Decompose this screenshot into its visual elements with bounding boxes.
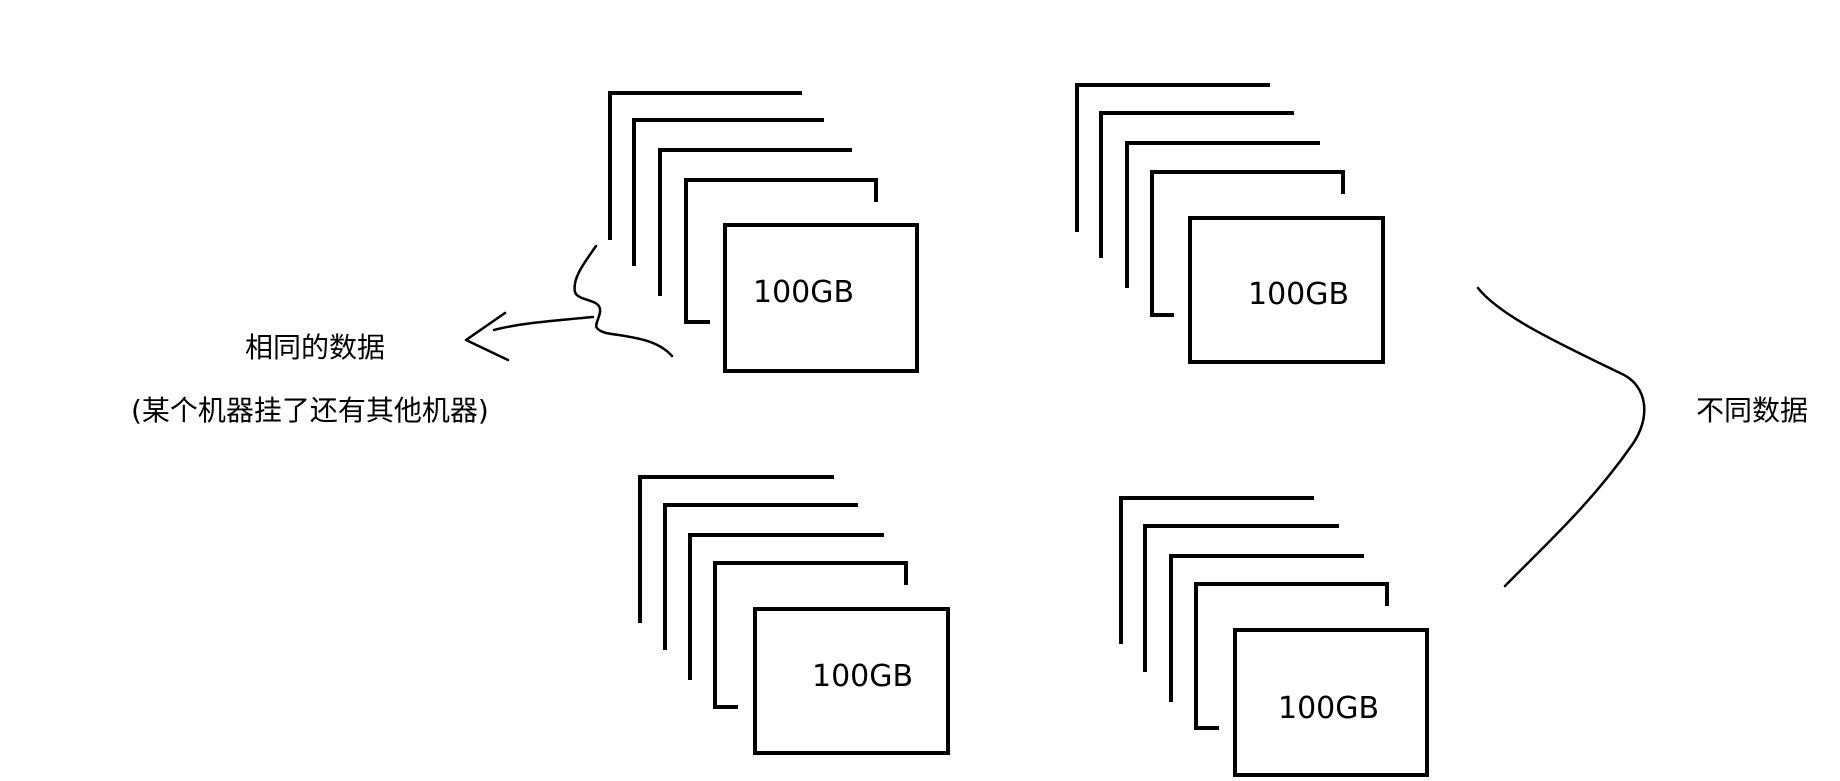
same-data-note: (某个机器挂了还有其他机器): [131, 394, 489, 427]
stack-layer-3: [1169, 554, 1364, 702]
stack-layer-2: [663, 503, 858, 650]
disk-stack-bottom-left: 100GB: [638, 475, 950, 755]
stack-layer-2: [1099, 111, 1294, 258]
disk-front-box: [753, 607, 950, 755]
disk-stack-top-left: 100GB: [608, 91, 919, 373]
arrow-shaft: [492, 315, 595, 332]
stack-layer-2: [1143, 524, 1339, 672]
disk-size-label: 100GB: [1278, 691, 1379, 726]
stack-layer-4: [1194, 582, 1389, 730]
stack-layer-4: [713, 561, 908, 709]
different-data-bracket: [1476, 286, 1646, 588]
same-data-label: 相同的数据: [245, 331, 385, 364]
stack-layer-1: [1075, 83, 1270, 232]
disk-size-label: 100GB: [812, 659, 913, 694]
disk-front-box: [1233, 628, 1429, 777]
disk-size-label: 100GB: [753, 275, 854, 310]
stack-layer-3: [658, 148, 852, 296]
stack-layer-2: [632, 118, 824, 266]
disk-front-box: [1188, 216, 1385, 364]
disk-front-box: [723, 223, 919, 373]
disk-stack-bottom-right: 100GB: [1119, 496, 1429, 777]
stack-layer-1: [608, 91, 802, 240]
disk-size-label: 100GB: [1248, 277, 1349, 312]
stack-layer-3: [1125, 141, 1320, 288]
arrow-head: [464, 311, 510, 362]
different-data-label: 不同数据: [1696, 394, 1808, 427]
stack-layer-1: [638, 475, 834, 623]
same-data-bracket-curve: [573, 244, 674, 358]
stack-layer-3: [688, 533, 884, 680]
stack-layer-1: [1119, 496, 1314, 644]
stack-layer-4: [684, 178, 878, 324]
disk-stack-top-right: 100GB: [1075, 83, 1385, 364]
stack-layer-4: [1150, 170, 1345, 317]
